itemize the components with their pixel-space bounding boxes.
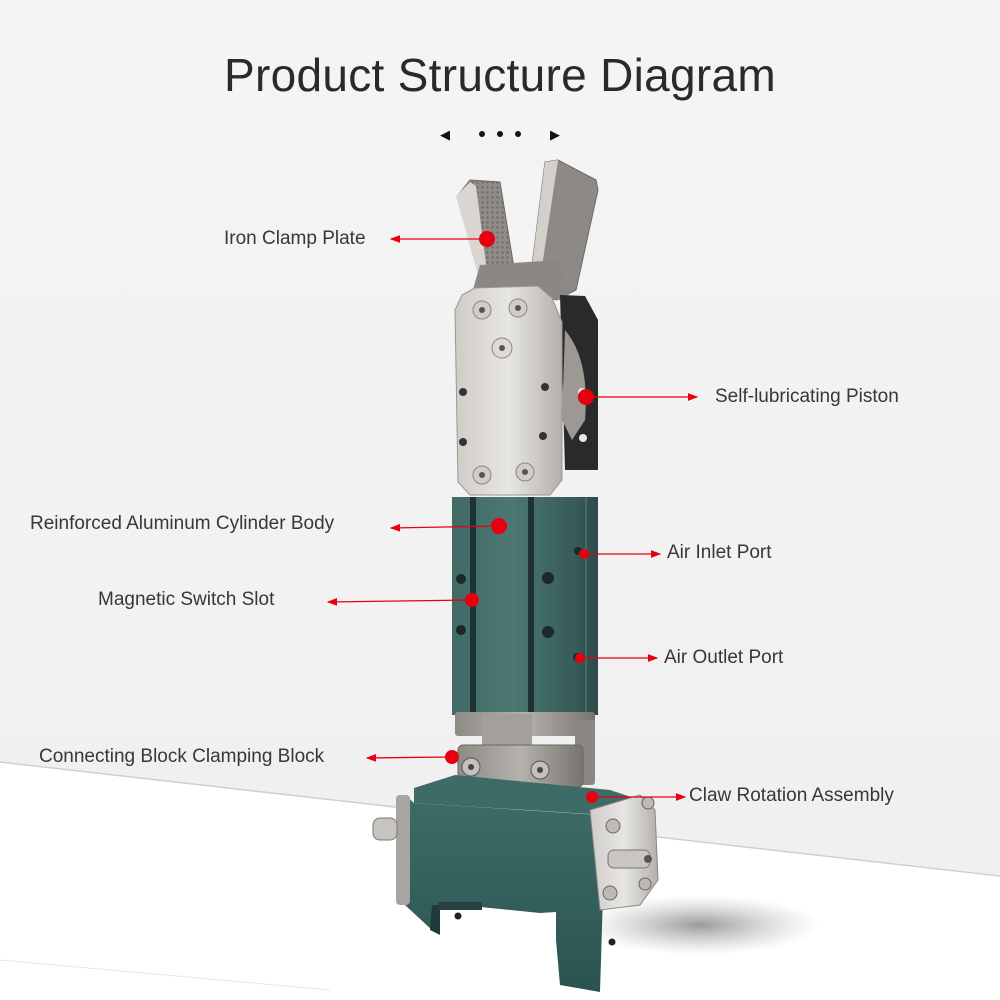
callout-dot bbox=[465, 593, 479, 607]
product-shadow bbox=[580, 895, 820, 955]
callout-reinforced-aluminum-cylinder-body bbox=[389, 518, 507, 534]
label-claw-rotation-assembly: Claw Rotation Assembly bbox=[689, 785, 894, 806]
callout-dot bbox=[479, 231, 495, 247]
label-self-lubricating-piston: Self-lubricating Piston bbox=[715, 386, 899, 407]
carousel-dot[interactable] bbox=[515, 131, 521, 137]
rotation-assembly bbox=[372, 775, 659, 992]
label-magnetic-switch-slot: Magnetic Switch Slot bbox=[98, 589, 275, 610]
callout-dot bbox=[578, 389, 594, 405]
callout-iron-clamp-plate bbox=[389, 231, 495, 247]
callout-self-lubricating-piston bbox=[578, 389, 699, 405]
label-air-outlet-port: Air Outlet Port bbox=[664, 647, 784, 668]
carousel-dot[interactable] bbox=[479, 131, 485, 137]
label-reinforced-aluminum-cylinder-body: Reinforced Aluminum Cylinder Body bbox=[30, 513, 335, 534]
connecting-block bbox=[455, 712, 595, 788]
label-iron-clamp-plate: Iron Clamp Plate bbox=[224, 228, 366, 249]
callout-air-inlet-port bbox=[579, 549, 662, 559]
carousel-dots bbox=[479, 131, 521, 137]
callout-magnetic-switch-slot bbox=[326, 593, 479, 607]
triangle-left-icon[interactable]: ◀ bbox=[440, 126, 450, 142]
callout-claw-rotation-assembly bbox=[586, 791, 687, 803]
callout-dot bbox=[579, 549, 589, 559]
carousel-dot[interactable] bbox=[497, 131, 503, 137]
callout-dot bbox=[586, 791, 598, 803]
triangle-right-icon[interactable]: ▶ bbox=[550, 126, 560, 142]
callout-connecting-block-clamping-block bbox=[365, 750, 459, 764]
jaws bbox=[456, 159, 599, 301]
callout-dot bbox=[491, 518, 507, 534]
clamp-plate bbox=[454, 285, 563, 496]
page-title: Product Structure Diagram bbox=[223, 49, 777, 101]
callout-dot bbox=[575, 653, 585, 663]
callout-air-outlet-port bbox=[575, 653, 659, 663]
piston-mechanism bbox=[560, 295, 598, 470]
label-connecting-block-clamping-block: Connecting Block Clamping Block bbox=[39, 746, 325, 767]
carousel-indicator: ◀ ▶ bbox=[440, 124, 560, 144]
callout-dot bbox=[445, 750, 459, 764]
label-air-inlet-port: Air Inlet Port bbox=[667, 542, 772, 563]
